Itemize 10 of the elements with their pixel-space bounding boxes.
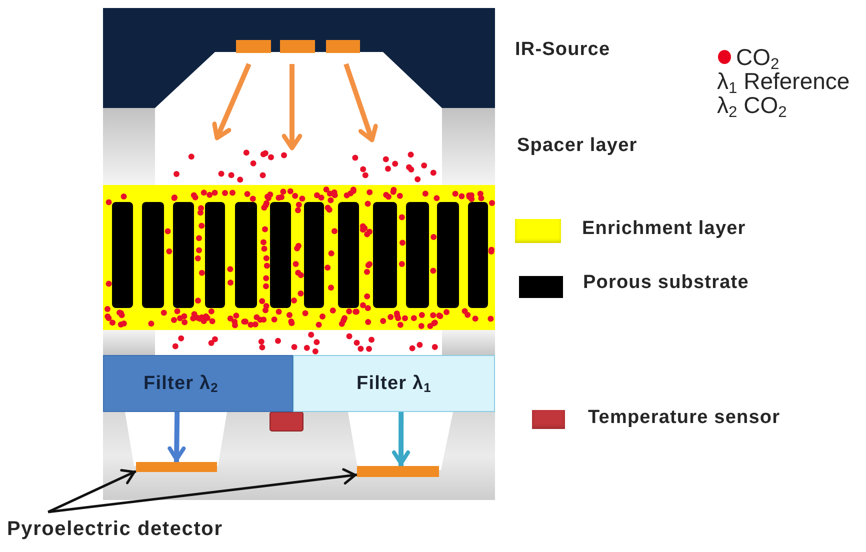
- part-label: Spacer layer: [517, 134, 638, 158]
- part-label: Pyroelectric detector: [7, 512, 243, 546]
- legend-label: λ$_{2}$ CO$_{2}$: [717, 94, 787, 117]
- legend-label: CO$_{2}$: [736, 46, 780, 69]
- part-label: IR-Source: [515, 38, 610, 62]
- legend-label: Enrichment layer: [582, 217, 746, 241]
- legend-label: λ$_{1}$ Reference: [717, 70, 850, 93]
- leader-line: [48, 469, 137, 514]
- legend-label: Temperature sensor: [588, 406, 780, 430]
- legend-label: Porous substrate: [583, 271, 749, 295]
